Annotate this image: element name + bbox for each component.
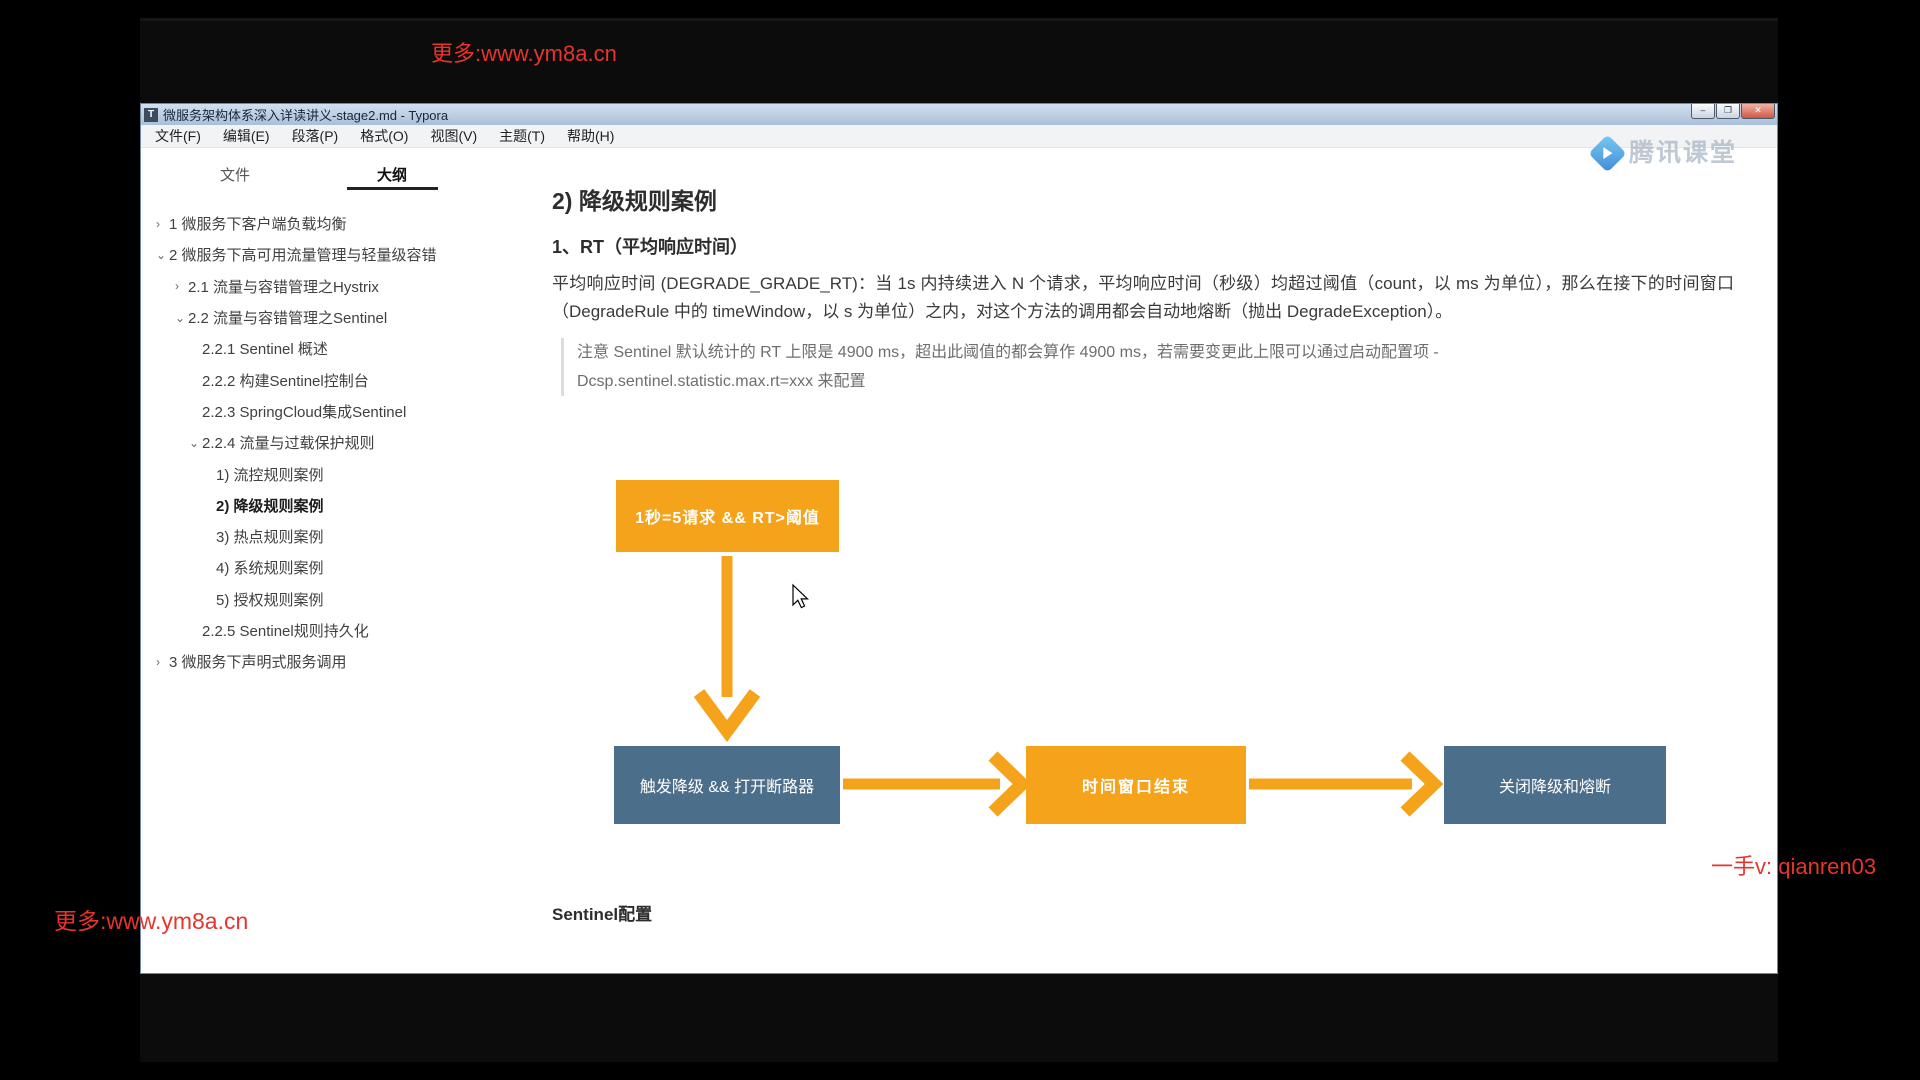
minimize-button[interactable]: – [1691, 104, 1715, 119]
blockquote-line-1: 注意 Sentinel 默认统计的 RT 上限是 4900 ms，超出此阈值的都… [577, 344, 1439, 361]
body-paragraph: 平均响应时间 (DEGRADE_GRADE_RT)：当 1s 内持续进入 N 个… [552, 274, 1734, 321]
outline-item-2-2-1[interactable]: 2.2.1 Sentinel 概述 [141, 333, 541, 364]
outline-panel: ›1 微服务下客户端负载均衡 ⌄2 微服务下高可用流量管理与轻量级容错 ›2.1… [141, 208, 541, 677]
outline-item-label: 2.2.5 Sentinel规则持久化 [202, 623, 369, 640]
letterbox-top [140, 18, 1778, 103]
outline-item-2-2[interactable]: ⌄2.2 流量与容错管理之Sentinel [141, 302, 541, 333]
maximize-button[interactable]: ❐ [1716, 104, 1740, 119]
watermark-right: 一手v: qianren03 [1711, 854, 1877, 879]
outline-item-label: 4) 系统规则案例 [216, 560, 324, 578]
outline-item-1[interactable]: › 1 微服务下客户端负载均衡 [141, 208, 541, 239]
outline-item-label: 5) 授权规则案例 [216, 591, 324, 609]
outline-item-label: 3 微服务下声明式服务调用 [169, 654, 347, 672]
active-tab-underline [347, 187, 438, 190]
outline-item-label: 2.1 流量与容错管理之Hystrix [188, 278, 379, 296]
outline-item-label: 2 微服务下高可用流量管理与轻量级容错 [169, 247, 437, 265]
outline-item-label: 2.2.2 构建Sentinel控制台 [202, 372, 369, 390]
tencent-classroom-logo-text: 腾讯课堂 [1629, 139, 1738, 167]
diagram-box-trigger-degrade: 触发降级 && 打开断路器 [614, 746, 840, 824]
watermark-bottom-left: 更多:www.ym8a.cn [54, 908, 249, 934]
diagram-box-trigger-label: 触发降级 && 打开断路器 [639, 779, 815, 796]
outline-item-label: 3) 热点规则案例 [216, 529, 324, 547]
typora-app-icon: T [144, 107, 158, 122]
section-heading: 2) 降级规则案例 [552, 188, 717, 214]
menubar: 文件(F) 编辑(E) 段落(P) 格式(O) 视图(V) 主题(T) 帮助(H… [141, 125, 1777, 148]
outline-item-2-2-3[interactable]: 2.2.3 SpringCloud集成Sentinel [141, 396, 541, 427]
diagram-box-time-window-label: 时间窗口结束 [1081, 779, 1190, 796]
outline-item-label: 2) 降级规则案例 [216, 497, 324, 515]
menu-view[interactable]: 视图(V) [430, 127, 478, 144]
menu-theme[interactable]: 主题(T) [499, 127, 546, 144]
outline-item-2-1[interactable]: › 2.1 流量与容错管理之Hystrix [141, 271, 541, 302]
blockquote-line-2: Dcsp.sentinel.statistic.max.rt=xxx 来配置 [577, 373, 866, 390]
chevron-right-icon[interactable]: › [175, 279, 179, 294]
window-controls: – ❐ ✕ [1690, 104, 1775, 119]
diagram-box-condition-label: 1秒=5请求 && RT>阈值 [635, 510, 820, 527]
menu-edit[interactable]: 编辑(E) [222, 127, 270, 144]
letterbox-bottom [140, 974, 1778, 1062]
outline-item-label: 2.2 流量与容错管理之Sentinel [188, 310, 388, 328]
diagram-box-condition: 1秒=5请求 && RT>阈值 [616, 480, 839, 552]
play-icon [1603, 146, 1613, 159]
outline-item-2[interactable]: ⌄2 微服务下高可用流量管理与轻量级容错 [141, 239, 541, 270]
menu-paragraph[interactable]: 段落(P) [291, 127, 339, 144]
chevron-down-icon[interactable]: ⌄ [189, 435, 200, 450]
chevron-down-icon[interactable]: ⌄ [156, 247, 167, 262]
outline-item-label: 2.2.4 流量与过载保护规则 [202, 435, 375, 453]
outline-item-3[interactable]: › 3 微服务下声明式服务调用 [141, 646, 541, 677]
watermark-top: 更多:www.ym8a.cn [431, 41, 617, 66]
diagram-box-close-degrade: 关闭降级和熔断 [1444, 746, 1666, 824]
typora-window: T 微服务架构体系深入详读讲义-stage2.md - Typora – ❐ ✕… [140, 103, 1778, 974]
outline-item-rule-2-active[interactable]: 2) 降级规则案例 [141, 490, 541, 521]
window-title: 微服务架构体系深入详读讲义-stage2.md - Typora [163, 108, 449, 123]
menu-format[interactable]: 格式(O) [360, 127, 409, 144]
diagram-box-time-window-end: 时间窗口结束 [1026, 746, 1246, 824]
chevron-right-icon[interactable]: › [156, 654, 160, 669]
menu-file[interactable]: 文件(F) [155, 127, 201, 144]
outline-item-rule-5[interactable]: 5) 授权规则案例 [141, 584, 541, 615]
chevron-down-icon[interactable]: ⌄ [175, 310, 186, 325]
titlebar[interactable]: T 微服务架构体系深入详读讲义-stage2.md - Typora – ❐ ✕ [141, 104, 1777, 125]
outline-item-label: 1) 流控规则案例 [216, 466, 324, 484]
outline-item-2-2-5[interactable]: 2.2.5 Sentinel规则持久化 [141, 615, 541, 646]
tencent-classroom-logo-icon [1588, 133, 1627, 173]
outline-item-label: 1 微服务下客户端负载均衡 [169, 216, 347, 234]
close-button[interactable]: ✕ [1741, 104, 1775, 119]
outline-item-label: 2.2.1 Sentinel 概述 [202, 341, 328, 359]
menu-help[interactable]: 帮助(H) [567, 127, 615, 144]
note-blockquote: 注意 Sentinel 默认统计的 RT 上限是 4900 ms，超出此阈值的都… [561, 338, 1511, 396]
subsection-heading: 1、RT（平均响应时间） [552, 237, 749, 257]
chevron-right-icon[interactable]: › [156, 216, 160, 231]
outline-item-rule-4[interactable]: 4) 系统规则案例 [141, 552, 541, 583]
outline-item-rule-1[interactable]: 1) 流控规则案例 [141, 458, 541, 489]
tab-outline[interactable]: 大纲 [377, 167, 408, 184]
sentinel-config-label: Sentinel配置 [552, 905, 653, 924]
outline-item-2-2-2[interactable]: 2.2.2 构建Sentinel控制台 [141, 364, 541, 395]
diagram-box-close-label: 关闭降级和熔断 [1498, 779, 1611, 796]
outline-item-rule-3[interactable]: 3) 热点规则案例 [141, 521, 541, 552]
outline-item-label: 2.2.3 SpringCloud集成Sentinel [202, 403, 407, 421]
outline-item-2-2-4[interactable]: ⌄2.2.4 流量与过载保护规则 [141, 427, 541, 458]
tab-files[interactable]: 文件 [220, 167, 251, 184]
tencent-classroom-watermark: 腾讯课堂 [1588, 133, 1738, 173]
